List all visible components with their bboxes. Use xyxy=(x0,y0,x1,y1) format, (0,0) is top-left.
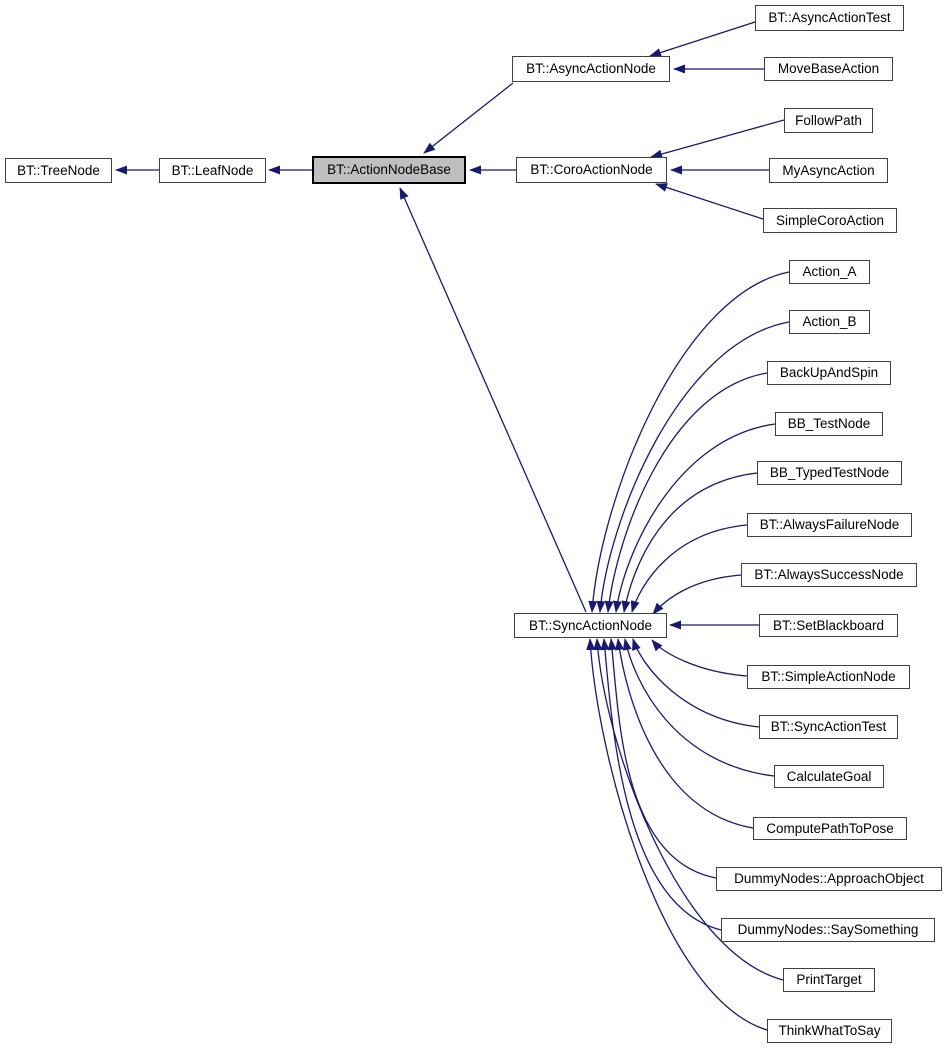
node-bt-actionnodebase: BT::ActionNodeBase xyxy=(312,156,466,184)
node-printtarget[interactable]: PrintTarget xyxy=(783,968,875,992)
edge-followpath-to-coroactionnode xyxy=(650,119,785,159)
edge-syncactionnode-to-actionnodebase xyxy=(399,187,587,613)
node-bt-asyncactionnode[interactable]: BT::AsyncActionNode xyxy=(512,56,670,82)
edge-bbtestnode-to-syncactionnode xyxy=(613,423,776,613)
edge-asyncactionnode-to-actionnodebase xyxy=(423,82,514,154)
node-bt-coroactionnode[interactable]: BT::CoroActionNode xyxy=(516,157,667,183)
node-followpath[interactable]: FollowPath xyxy=(784,108,873,133)
node-bt-treenode[interactable]: BT::TreeNode xyxy=(5,158,112,183)
edge-backupandspin-to-syncactionnode xyxy=(604,372,768,613)
node-simplecoroaction[interactable]: SimpleCoroAction xyxy=(763,208,897,233)
edge-alwaysfailurenode-to-syncactionnode xyxy=(630,524,748,613)
edge-asyncactiontest-to-asyncactionnode xyxy=(649,21,756,57)
node-bt-alwayssuccessnode[interactable]: BT::AlwaysSuccessNode xyxy=(741,563,917,587)
node-myasyncaction[interactable]: MyAsyncAction xyxy=(769,158,888,183)
edge-simpleactionnode-to-syncactionnode xyxy=(651,639,748,677)
node-bb-testnode[interactable]: BB_TestNode xyxy=(775,412,883,436)
node-computepathtopose[interactable]: ComputePathToPose xyxy=(753,817,907,840)
node-backupandspin[interactable]: BackUpAndSpin xyxy=(767,361,891,385)
edge-calculategoal-to-syncactionnode xyxy=(622,638,775,777)
edge-bbtypedtestnode-to-syncactionnode xyxy=(621,472,758,613)
node-dummy-approachobject[interactable]: DummyNodes::ApproachObject xyxy=(716,867,942,891)
node-thinkwhattosay[interactable]: ThinkWhatToSay xyxy=(767,1019,892,1043)
edge-thinkwhattosay-to-syncactionnode xyxy=(586,638,768,1031)
edge-simplecoroaction-to-coroactionnode xyxy=(655,183,764,220)
node-bt-asyncactiontest[interactable]: BT::AsyncActionTest xyxy=(755,5,904,31)
node-bt-simpleactionnode[interactable]: BT::SimpleActionNode xyxy=(747,665,910,689)
node-bt-leafnode[interactable]: BT::LeafNode xyxy=(159,158,266,183)
edge-approachobject-to-syncactionnode xyxy=(607,638,717,879)
edge-printtarget-to-syncactionnode xyxy=(593,638,784,981)
node-movebaseaction[interactable]: MoveBaseAction xyxy=(764,57,893,81)
node-action-a[interactable]: Action_A xyxy=(789,260,870,284)
edge-computepathtopose-to-syncactionnode xyxy=(615,638,754,829)
node-action-b[interactable]: Action_B xyxy=(789,310,870,334)
edge-alwayssuccessnode-to-syncactionnode xyxy=(652,574,742,615)
edge-saysomething-to-syncactionnode xyxy=(600,638,722,931)
node-dummy-saysomething[interactable]: DummyNodes::SaySomething xyxy=(721,918,935,942)
edge-syncactiontest-to-syncactionnode xyxy=(632,638,760,728)
edge-actionb-to-syncactionnode xyxy=(596,321,790,613)
node-bt-setblackboard[interactable]: BT::SetBlackboard xyxy=(759,614,898,637)
node-bt-syncactiontest[interactable]: BT::SyncActionTest xyxy=(759,715,898,739)
edge-actiona-to-syncactionnode xyxy=(588,271,790,613)
node-bt-syncactionnode[interactable]: BT::SyncActionNode xyxy=(514,613,667,638)
node-bb-typedtestnode[interactable]: BB_TypedTestNode xyxy=(757,461,902,485)
node-bt-alwaysfailurenode[interactable]: BT::AlwaysFailureNode xyxy=(747,513,912,537)
node-calculategoal[interactable]: CalculateGoal xyxy=(774,765,884,788)
